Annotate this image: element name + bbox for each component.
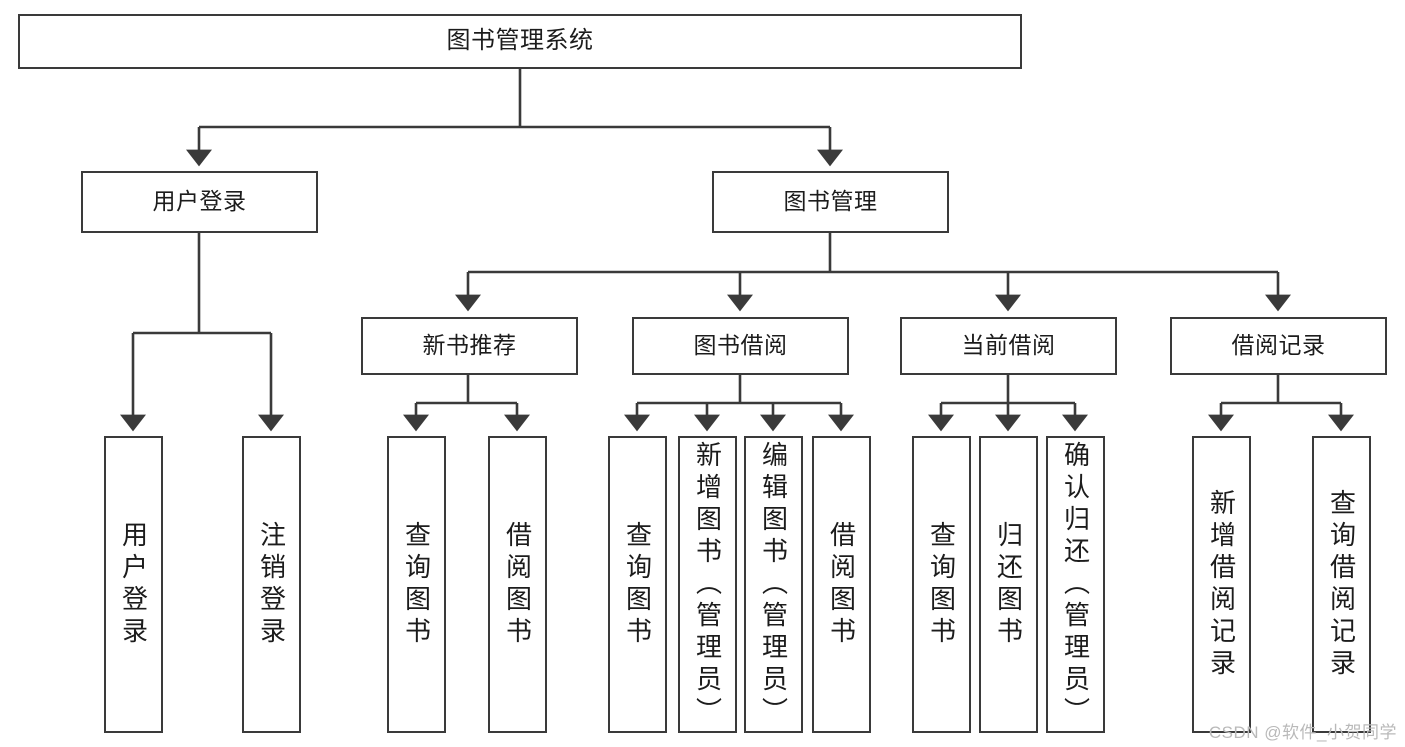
node-leaf-query-book-2-label: 查询图书 [622,520,653,649]
node-leaf-query-book-2[interactable]: 查询图书 [608,436,667,733]
node-user-login-label: 用户登录 [152,188,247,215]
node-new-book-rec[interactable]: 新书推荐 [361,317,578,375]
node-current-borrow-label: 当前借阅 [961,332,1056,359]
node-book-borrow-label: 图书借阅 [693,332,788,359]
node-leaf-query-record[interactable]: 查询借阅记录 [1312,436,1371,733]
node-book-borrow[interactable]: 图书借阅 [632,317,849,375]
node-leaf-confirm-return[interactable]: 确认归还（管理员） [1046,436,1105,733]
node-leaf-user-login-label: 用户登录 [118,520,149,649]
node-leaf-edit-book-label: 编辑图书（管理员） [758,440,789,729]
node-leaf-add-book-label: 新增图书（管理员） [692,440,723,729]
node-leaf-query-book-3[interactable]: 查询图书 [912,436,971,733]
node-leaf-add-record[interactable]: 新增借阅记录 [1192,436,1251,733]
node-user-login[interactable]: 用户登录 [81,171,318,233]
node-borrow-record[interactable]: 借阅记录 [1170,317,1387,375]
node-leaf-query-book-1-label: 查询图书 [401,520,432,649]
csdn-watermark: CSDN @软件_小贺同学 [1208,723,1397,742]
node-borrow-record-label: 借阅记录 [1231,332,1326,359]
node-leaf-user-login[interactable]: 用户登录 [104,436,163,733]
node-leaf-add-record-label: 新增借阅记录 [1206,488,1237,681]
node-book-manage[interactable]: 图书管理 [712,171,949,233]
node-root-label: 图书管理系统 [446,27,594,55]
node-leaf-query-book-1[interactable]: 查询图书 [387,436,446,733]
node-leaf-add-book[interactable]: 新增图书（管理员） [678,436,737,733]
node-leaf-logout[interactable]: 注销登录 [242,436,301,733]
node-leaf-borrow-book-2[interactable]: 借阅图书 [812,436,871,733]
node-leaf-return-book-label: 归还图书 [993,520,1024,649]
node-leaf-confirm-return-label: 确认归还（管理员） [1060,440,1091,729]
node-leaf-return-book[interactable]: 归还图书 [979,436,1038,733]
node-leaf-borrow-book-1-label: 借阅图书 [502,520,533,649]
node-leaf-borrow-book-1[interactable]: 借阅图书 [488,436,547,733]
node-root[interactable]: 图书管理系统 [18,14,1022,69]
node-new-book-rec-label: 新书推荐 [422,332,517,359]
node-leaf-logout-label: 注销登录 [256,520,287,649]
node-book-manage-label: 图书管理 [783,188,878,215]
node-leaf-query-book-3-label: 查询图书 [926,520,957,649]
node-leaf-borrow-book-2-label: 借阅图书 [826,520,857,649]
node-leaf-query-record-label: 查询借阅记录 [1326,488,1357,681]
node-leaf-edit-book[interactable]: 编辑图书（管理员） [744,436,803,733]
node-current-borrow[interactable]: 当前借阅 [900,317,1117,375]
